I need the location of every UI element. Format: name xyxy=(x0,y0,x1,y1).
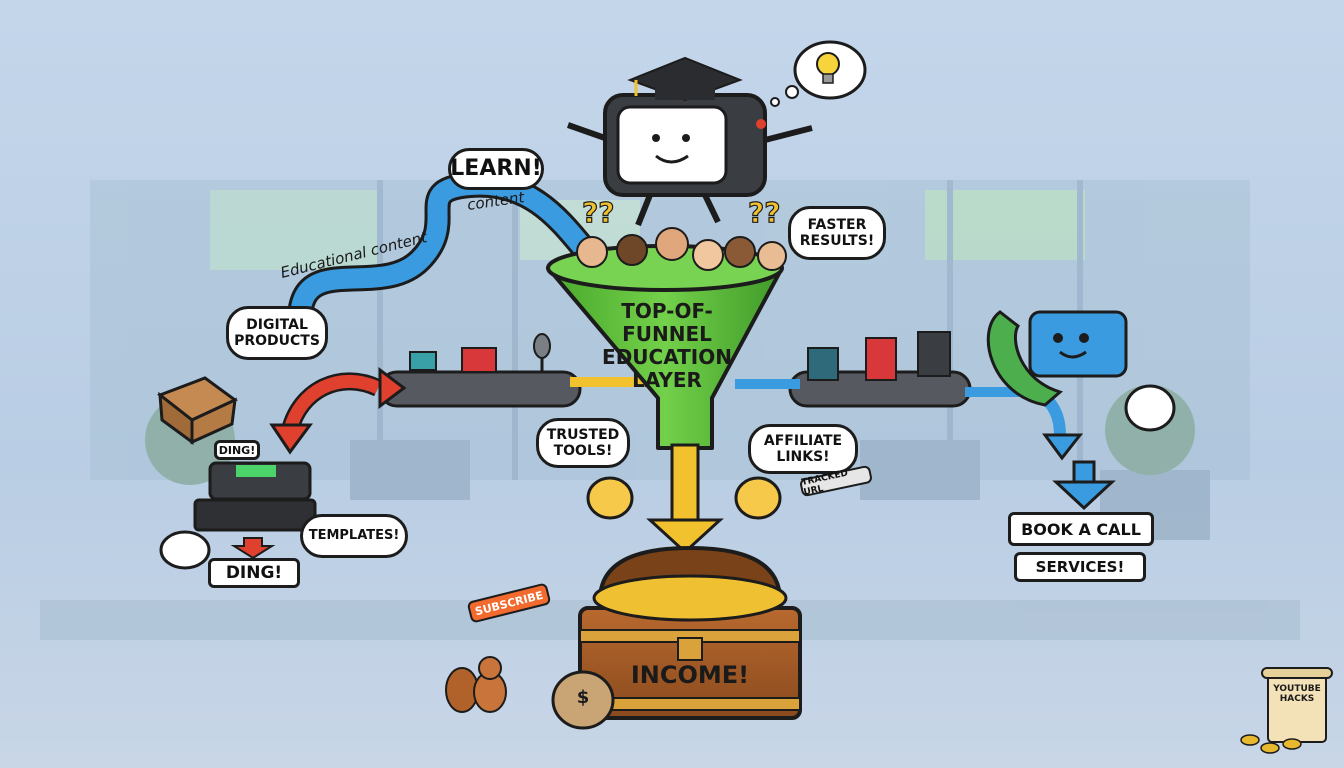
scroll-text: YOUTUBE HACKS xyxy=(1273,684,1321,705)
pointing-hand-left xyxy=(159,530,211,570)
book-item xyxy=(807,347,839,381)
product-item-red xyxy=(461,347,497,373)
digital-products-box xyxy=(156,376,238,445)
bubble-templates: TEMPLATES! xyxy=(300,514,408,558)
cash-register-icon xyxy=(193,461,317,532)
money-bag-icon xyxy=(551,670,615,730)
book-a-call-box[interactable]: BOOK A CALL xyxy=(1008,512,1154,546)
coin-pile xyxy=(1240,734,1302,754)
thumbs-up-left xyxy=(586,476,634,520)
thumbs-up-right xyxy=(734,476,782,520)
audience-faces xyxy=(576,227,787,271)
bubble-affiliate-links: AFFILIATE LINKS! xyxy=(748,424,858,474)
coffee-maker-icon xyxy=(917,331,951,377)
blue-arrow-down-right xyxy=(1035,387,1116,511)
bubble-faster-results: FASTER RESULTS! xyxy=(788,206,886,260)
microphone-icon xyxy=(533,333,551,372)
chat-card-character xyxy=(1028,310,1128,378)
yellow-arrow-down xyxy=(646,443,724,555)
chest-income-label: INCOME! xyxy=(630,661,750,689)
product-item-teal xyxy=(409,351,437,371)
left-conveyor xyxy=(378,370,582,408)
bubble-learn: LEARN! xyxy=(448,148,544,190)
squirrel-character xyxy=(445,656,507,713)
tv-mascot xyxy=(567,93,813,227)
graduation-cap-icon xyxy=(627,56,743,102)
book-item-red xyxy=(865,337,897,381)
scroll-icon xyxy=(1261,667,1333,743)
question-marks-right: ?? xyxy=(748,196,780,229)
pointing-hand-right xyxy=(1124,384,1176,432)
services-box[interactable]: SERVICES! xyxy=(1014,552,1146,582)
red-arrow-down-small xyxy=(230,537,276,560)
bubble-trusted-tools: TRUSTED TOOLS! xyxy=(536,418,630,468)
question-marks-left: ?? xyxy=(582,196,614,229)
money-bag-symbol: $ xyxy=(576,687,590,708)
bubble-digital-products: DIGITAL PRODUCTS xyxy=(226,306,328,360)
phone-icon xyxy=(986,310,1064,407)
funnel-title: TOP-OF-FUNNEL EDUCATION LAYER xyxy=(602,299,732,392)
tag-ding-bottom: DING! xyxy=(208,558,300,588)
tag-ding-top: DING! xyxy=(214,440,260,460)
lightbulb-icon xyxy=(816,52,840,84)
treasure-chest xyxy=(578,545,802,720)
